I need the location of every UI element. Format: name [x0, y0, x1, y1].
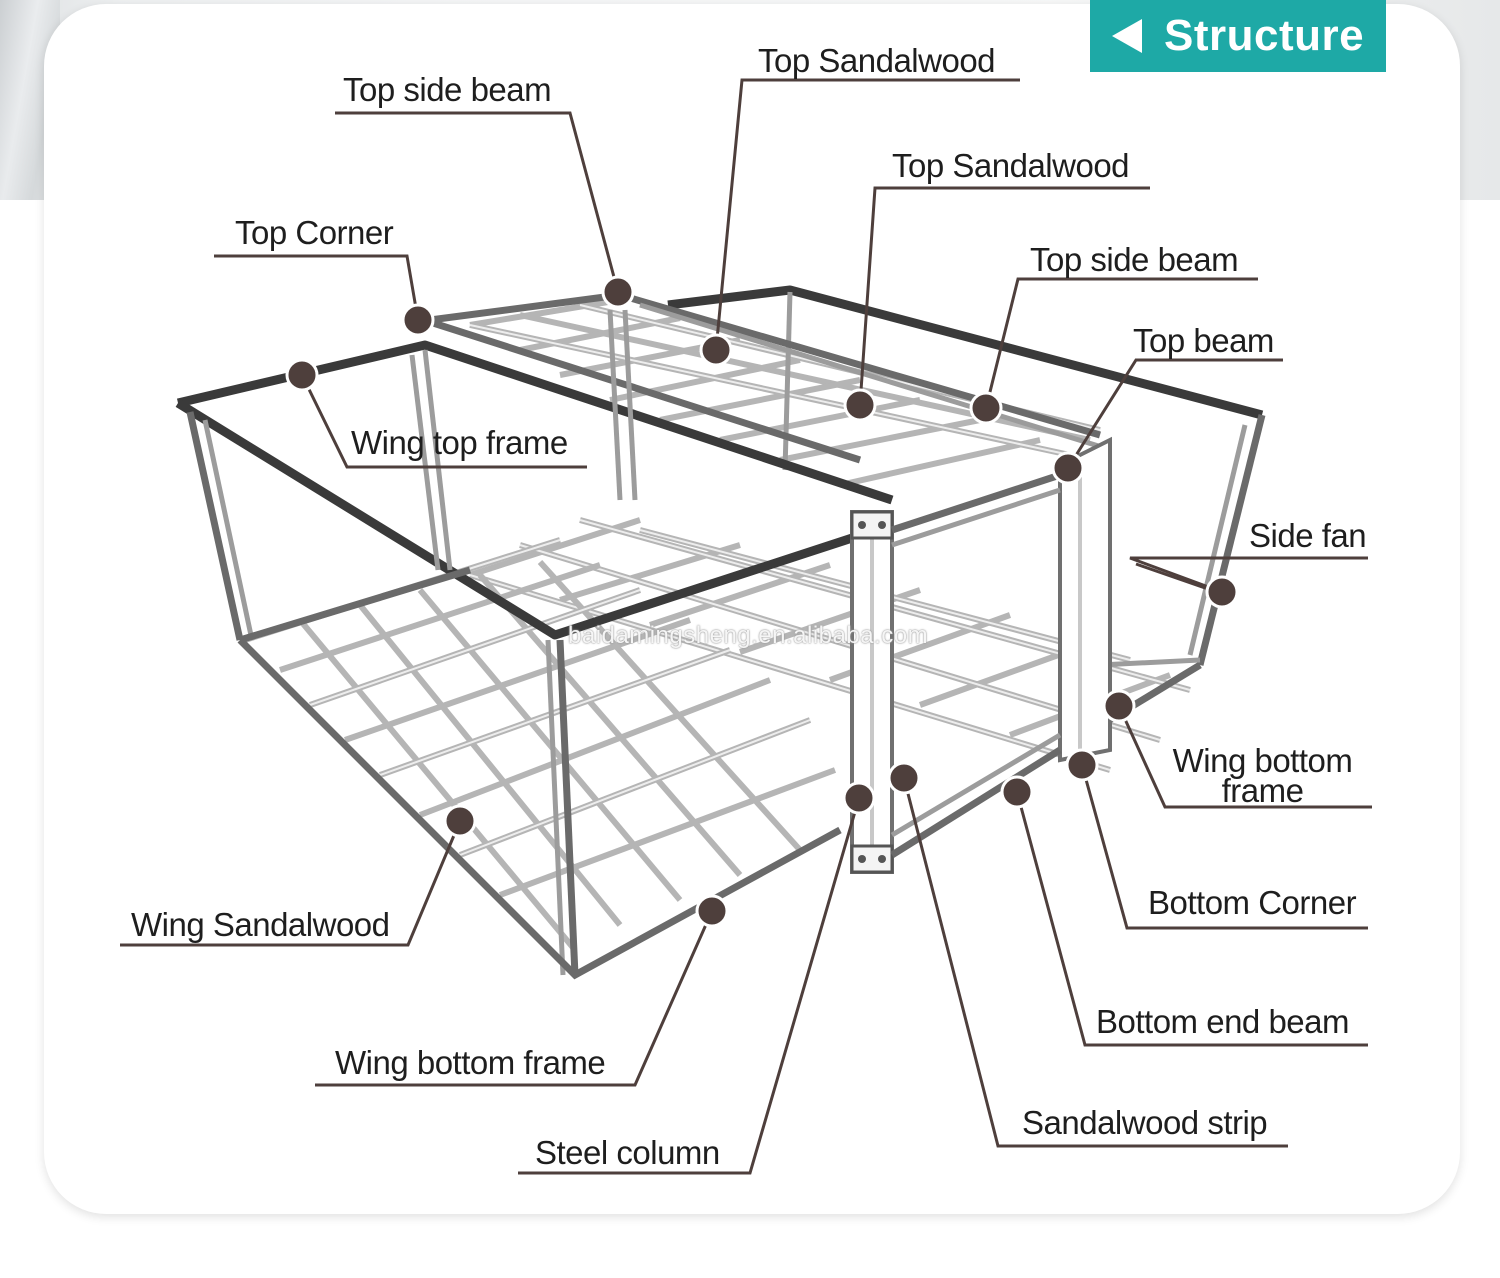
diagram-card — [44, 4, 1460, 1214]
label-top-sandalwood-2: Top Sandalwood — [892, 147, 1130, 184]
marker-dot — [843, 388, 877, 422]
label-top-side-beam-left: Top side beam — [343, 71, 552, 108]
label-wing-top-frame: Wing top frame — [351, 424, 568, 461]
label-top-corner: Top Corner — [235, 214, 394, 251]
marker-dot — [1205, 575, 1239, 609]
label-wing-bottom-frame-left: Wing bottom frame — [335, 1044, 606, 1081]
marker-dot — [695, 894, 729, 928]
marker-dot — [1051, 451, 1085, 485]
label-wing-sandalwood: Wing Sandalwood — [131, 906, 390, 943]
label-sandalwood-strip: Sandalwood strip — [1022, 1104, 1268, 1141]
label-top-sandalwood-1: Top Sandalwood — [758, 42, 996, 79]
leader-lines — [120, 78, 1372, 1175]
label-side-fan: Side fan — [1249, 517, 1367, 554]
label-bottom-corner: Bottom Corner — [1148, 884, 1357, 921]
label-line: Wing bottom — [1172, 742, 1353, 779]
structure-badge: Structure — [1090, 0, 1386, 72]
marker-dot — [1065, 748, 1099, 782]
marker-dot — [443, 804, 477, 838]
label-top-beam: Top beam — [1133, 322, 1274, 359]
marker-dots — [285, 275, 1239, 928]
left-triangle-icon — [1112, 19, 1142, 53]
marker-dot — [699, 333, 733, 367]
marker-dot — [887, 761, 921, 795]
marker-dot — [1000, 775, 1034, 809]
label-line: frame — [1221, 772, 1304, 809]
badge-title: Structure — [1164, 11, 1365, 60]
marker-dot — [285, 358, 319, 392]
marker-dot — [601, 275, 635, 309]
marker-dot — [1102, 689, 1136, 723]
marker-dot — [842, 781, 876, 815]
label-bottom-end-beam: Bottom end beam — [1096, 1003, 1350, 1040]
front-columns — [850, 436, 1112, 874]
label-wing-bottom-frame-right: Wing bottom frame — [1160, 743, 1365, 809]
label-steel-column: Steel column — [535, 1134, 720, 1171]
marker-dot — [969, 391, 1003, 425]
label-top-side-beam-right: Top side beam — [1030, 241, 1239, 278]
right-wing-frame — [667, 285, 1266, 753]
marker-dot — [401, 303, 435, 337]
watermark: baidamingsheng.en.alibaba.com — [568, 622, 929, 649]
wing-floor-grid — [244, 537, 837, 952]
left-wing-frame — [175, 340, 894, 980]
